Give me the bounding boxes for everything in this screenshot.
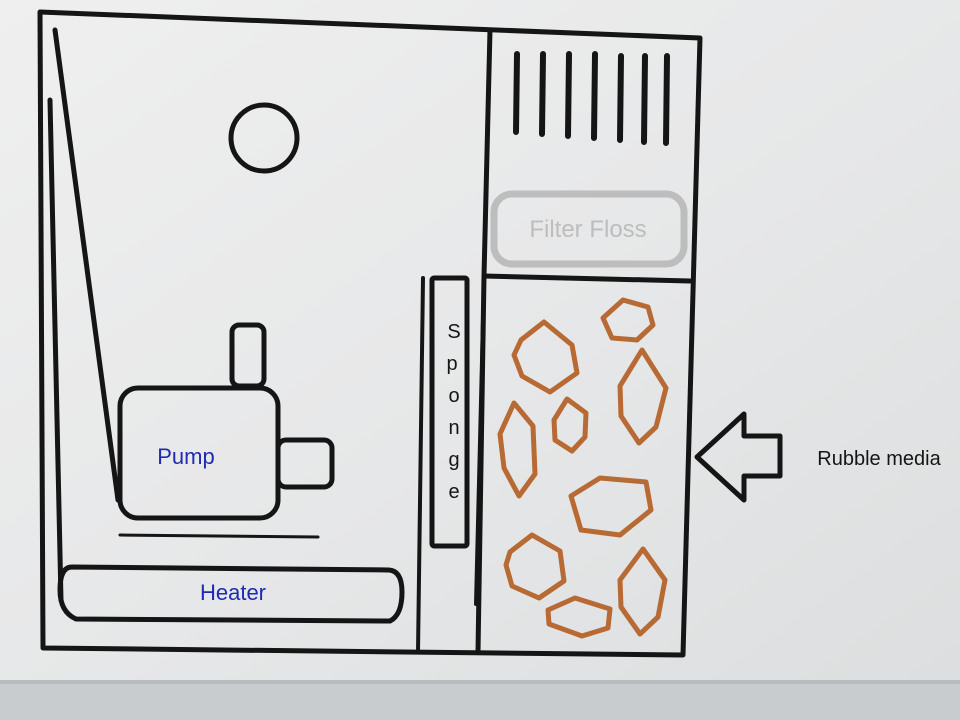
pump-intake (275, 437, 335, 490)
pump-base (118, 533, 320, 539)
rubble-media-group (497, 297, 669, 639)
rubble-piece (503, 532, 567, 601)
sponge-letter: p (446, 353, 457, 375)
drip-slot (641, 53, 648, 145)
drip-slot (617, 53, 624, 143)
heater-label: Heater (200, 580, 266, 605)
outlet-circle-icon (228, 102, 300, 174)
return-pipe (52, 27, 121, 503)
rubble-piece (617, 546, 668, 637)
sponge-letter: e (448, 481, 459, 503)
rubble-piece (600, 297, 656, 343)
sponge-letter: o (448, 385, 459, 407)
rubble-media-label: Rubble media (817, 448, 941, 470)
drip-slot (591, 51, 598, 141)
heater-body (57, 564, 405, 624)
left-arrow-icon (694, 411, 783, 503)
filter-floss-label: Filter Floss (529, 216, 646, 243)
filter-tray-divider (481, 27, 493, 279)
sponge-block (429, 275, 470, 549)
sump-outline (37, 9, 703, 658)
drip-slot (565, 51, 572, 139)
heater-cord (47, 97, 64, 603)
sponge-letter: g (448, 449, 459, 471)
rubble-piece (568, 475, 654, 538)
filter-floss-pad (490, 190, 688, 268)
pump-label: Pump (157, 444, 214, 469)
monitor-bezel (0, 682, 960, 720)
rubble-piece (511, 319, 580, 395)
drip-slot (539, 51, 546, 137)
rubble-piece (617, 347, 669, 446)
baffle (474, 318, 485, 606)
sponge-letter: n (448, 417, 459, 439)
filter-tray-bottom (481, 273, 693, 284)
sponge-letter: S (447, 321, 460, 343)
rubble-piece (497, 400, 538, 499)
chamber-divider (416, 276, 425, 654)
rubble-piece (545, 595, 613, 639)
bezel-edge (0, 680, 960, 684)
rubble-piece (551, 396, 589, 454)
drip-slot (513, 51, 520, 135)
drip-slot (663, 53, 670, 146)
